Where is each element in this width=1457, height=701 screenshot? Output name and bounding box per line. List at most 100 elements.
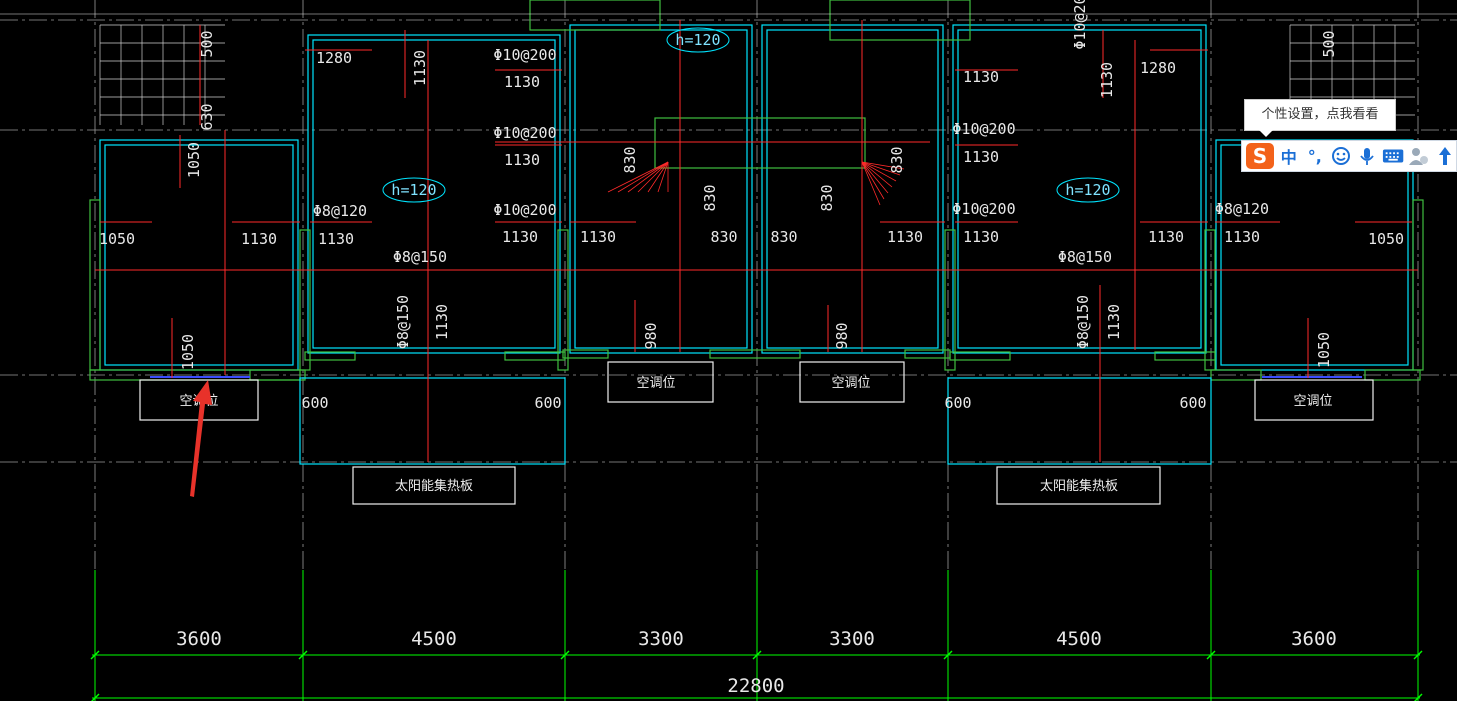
slab-thickness-ellipse: [666, 27, 730, 53]
length-label: 1130: [1098, 62, 1116, 98]
rebar-spec-label: Φ10@200: [952, 200, 1015, 218]
length-label: 1050: [1315, 332, 1333, 368]
stair-fan-line: [861, 161, 901, 176]
length-label: 1130: [411, 50, 429, 86]
room-inner-outline: [104, 144, 294, 366]
length-label: 600: [944, 394, 971, 412]
wall-hatch-band: [562, 349, 609, 359]
length-label: 630: [198, 103, 216, 130]
rebar-spec-label: Φ10@200: [952, 120, 1015, 138]
length-label: 830: [770, 228, 797, 246]
stair-fan-line: [627, 161, 669, 193]
top-opening-right: [829, 0, 971, 41]
dimension-tick: [752, 650, 762, 660]
wall-hatch-band: [504, 351, 566, 361]
ac-position-label: 空调位: [831, 376, 870, 391]
length-label: 830: [888, 146, 906, 173]
toolbox-icon[interactable]: [1434, 144, 1456, 168]
length-label: 1130: [433, 304, 451, 340]
length-label: 1130: [504, 73, 540, 91]
solar-panel-label: 太阳能集热板: [395, 478, 473, 494]
length-label: 1130: [963, 68, 999, 86]
bay-dimension-label: 3600: [1291, 628, 1337, 650]
balcony-outline: [299, 377, 566, 465]
microphone-icon[interactable]: [1356, 144, 1378, 168]
length-label: 830: [701, 184, 719, 211]
wall-hatch-band: [304, 351, 356, 361]
room-inner-outline: [766, 29, 939, 349]
wall-hatch-band: [709, 349, 801, 359]
length-label: 1130: [1224, 228, 1260, 246]
length-label: 1130: [963, 228, 999, 246]
stair-fan-line: [657, 161, 669, 193]
punctuation-toggle[interactable]: °,: [1307, 146, 1322, 166]
rebar-spec-label: Φ10@200: [493, 124, 556, 142]
slab-thickness-label: h=120: [391, 181, 436, 199]
room-outline: [569, 24, 753, 354]
column-hatch: [299, 229, 311, 371]
slab-thickness-label: h=120: [1065, 181, 1110, 199]
length-label: 1280: [316, 49, 352, 67]
total-dimension-label: 22800: [727, 675, 784, 697]
length-label: 1130: [318, 230, 354, 248]
length-label: 500: [198, 30, 216, 57]
length-label: 1280: [1140, 59, 1176, 77]
length-label: 1130: [241, 230, 277, 248]
stair-fan-line: [607, 161, 669, 193]
rebar-lines: [0, 13, 1457, 462]
rebar-spec-label: Φ10@200: [493, 46, 556, 64]
bay-dimension-label: 4500: [1056, 628, 1102, 650]
length-label: 980: [642, 322, 660, 349]
solar-panel-label: 太阳能集热板: [1040, 478, 1118, 494]
column-hatch: [557, 229, 569, 371]
length-label: 1050: [185, 142, 203, 178]
stair-fan-line: [637, 161, 669, 193]
dimension-tick: [1206, 650, 1216, 660]
wall-hatch-band: [1210, 369, 1262, 381]
length-label: 1050: [1368, 230, 1404, 248]
length-label: 600: [534, 394, 561, 412]
length-label: 500: [1320, 30, 1338, 57]
dimension-tick: [90, 650, 100, 660]
red-arrow-annotation: [190, 380, 212, 497]
user-settings-icon[interactable]: [1408, 144, 1430, 168]
wall-hatch-band: [949, 351, 1011, 361]
ac-box: [1254, 379, 1374, 421]
stair-fan-line: [861, 161, 905, 170]
length-label: 1130: [502, 228, 538, 246]
bay-dimension-label: 3300: [638, 628, 684, 650]
wall-hatch-band: [1364, 369, 1421, 381]
length-label: 1130: [580, 228, 616, 246]
room-outline: [952, 24, 1207, 354]
length-label: 1130: [887, 228, 923, 246]
column-hatch: [1204, 229, 1216, 371]
keyboard-icon[interactable]: [1382, 144, 1404, 168]
length-label: 830: [710, 228, 737, 246]
top-opening-left: [529, 0, 661, 31]
stair-fan-line: [861, 161, 889, 194]
length-label: 1130: [1148, 228, 1184, 246]
equipment-boxes: [139, 361, 1374, 505]
ac-position-label: 空调位: [636, 376, 675, 391]
column-hatch: [944, 229, 956, 371]
rebar-spec-label: Φ8@120: [1215, 200, 1269, 218]
length-label: 600: [301, 394, 328, 412]
stair-fan-line: [861, 161, 897, 182]
language-toggle[interactable]: 中: [1280, 148, 1297, 167]
emoji-icon[interactable]: [1330, 144, 1352, 168]
rebar-spec-label: Φ8@150: [1074, 295, 1092, 349]
sogou-logo-icon[interactable]: S: [1246, 143, 1274, 169]
stair-fan-line: [861, 161, 881, 206]
bay-dimension-label: 3300: [829, 628, 875, 650]
length-label: 1130: [504, 151, 540, 169]
ime-toolbar[interactable]: S 中 °,: [1241, 140, 1457, 172]
slab-thickness-ellipse: [382, 177, 446, 203]
length-label: 1050: [99, 230, 135, 248]
bay-dimension-label: 4500: [411, 628, 457, 650]
length-label: 1130: [1105, 304, 1123, 340]
dimension-lines: [90, 570, 1423, 701]
balcony-outline: [947, 377, 1212, 465]
ac-box: [607, 361, 714, 403]
room-inner-outline: [312, 39, 556, 349]
